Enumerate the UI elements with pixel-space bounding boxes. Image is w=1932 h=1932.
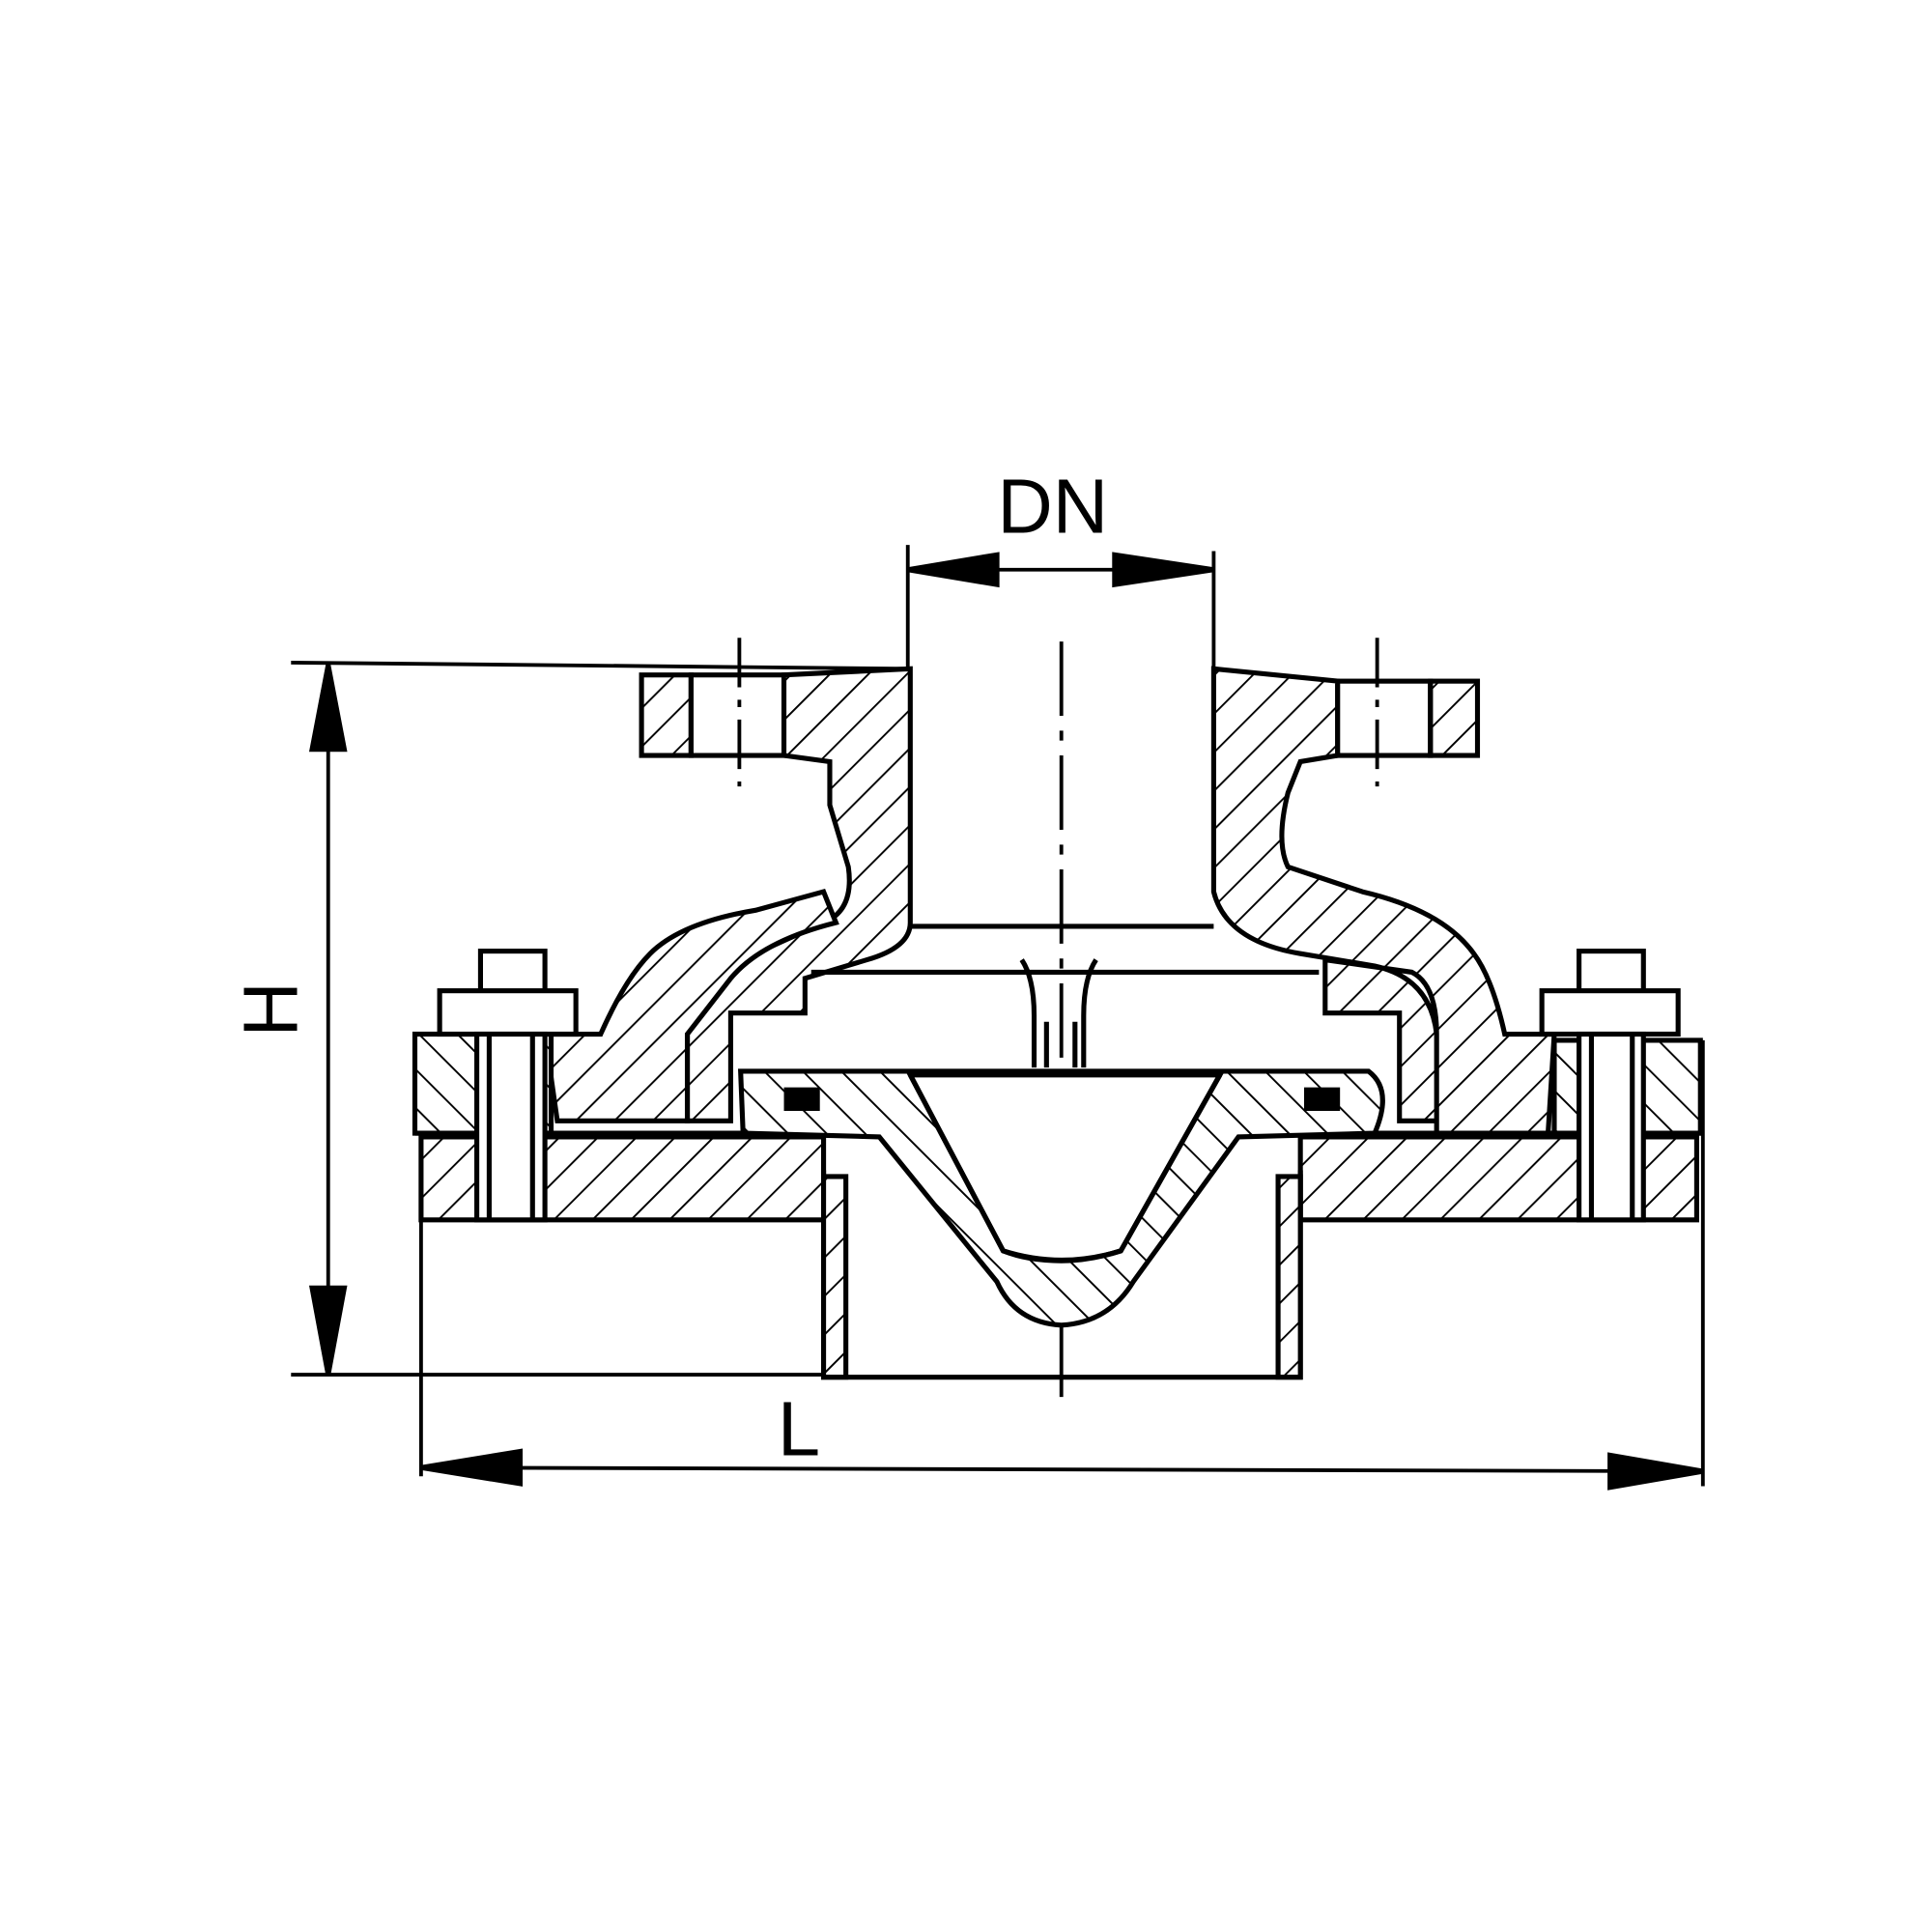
top-flange-right [1428,678,1481,758]
bonnet-left [684,666,913,1123]
l-label: L [778,1385,820,1471]
dimension-l [418,1039,1705,1491]
dimension-dn [905,545,1216,669]
dn-label: DN [997,463,1108,549]
bonnet-right [1210,666,1557,1136]
dimension-h [291,660,911,1378]
top-flange-left [639,672,694,758]
h-label: H [228,981,314,1037]
bolt-right [1539,949,1681,1223]
bolt-left [437,949,579,1223]
